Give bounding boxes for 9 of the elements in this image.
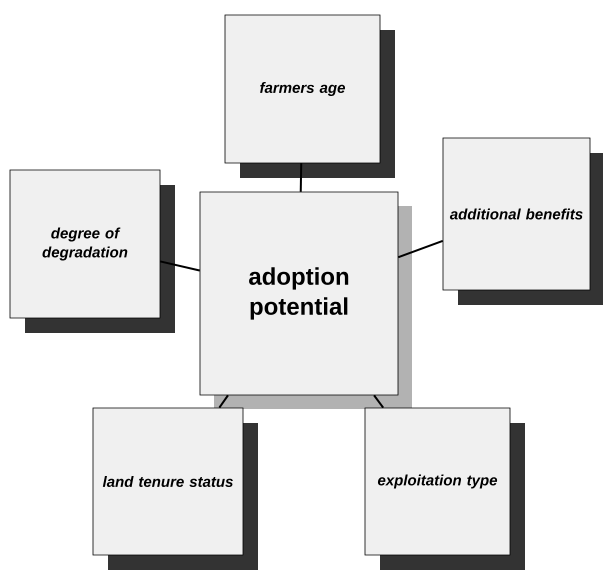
factor-box: farmers age	[224, 14, 395, 178]
connector-line	[373, 394, 384, 408]
factor-box: adoption potential	[200, 192, 412, 409]
connector-line	[300, 163, 302, 192]
connector-line	[218, 394, 229, 408]
factor-box: exploitation type	[364, 408, 525, 570]
factor-box: land tenure status	[92, 408, 258, 570]
factor-box: degree of degradation	[10, 170, 175, 333]
factor-box: additional benefits	[442, 138, 603, 305]
